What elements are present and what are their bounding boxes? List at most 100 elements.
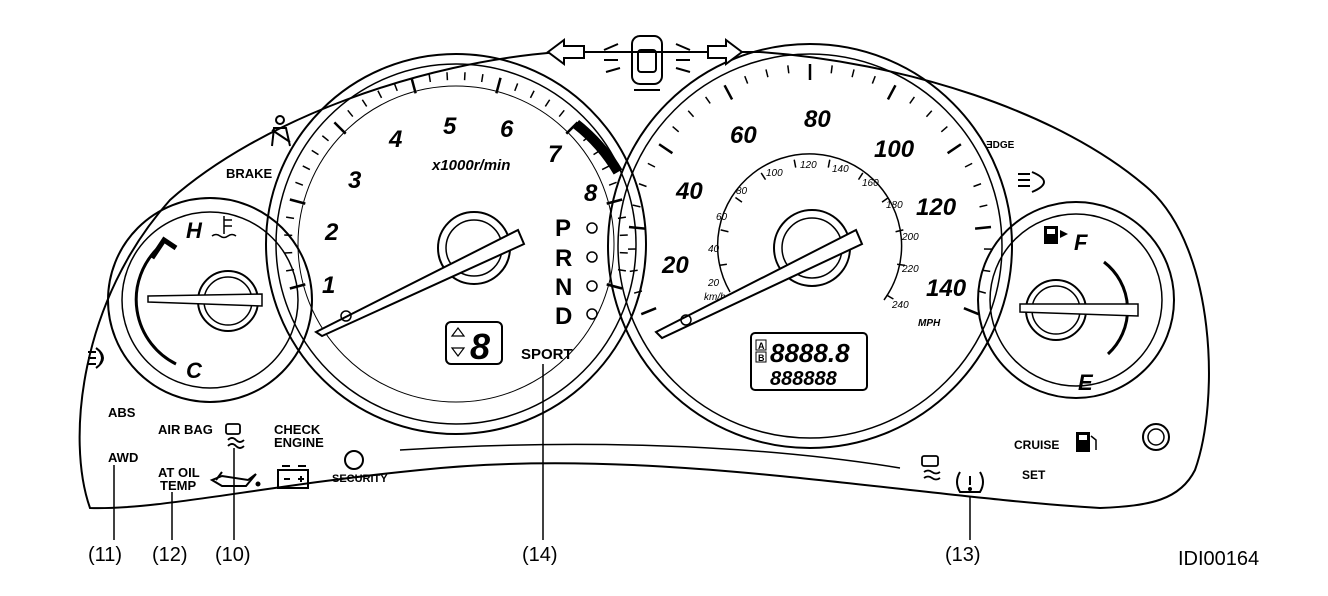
tach-tick — [617, 216, 626, 220]
odometer-display: A B 8888.8 888888 — [750, 332, 868, 391]
mph-tick — [909, 96, 916, 104]
kmh-number: 180 — [886, 200, 903, 211]
mph-tick — [744, 75, 749, 84]
tach-tick — [295, 181, 304, 186]
cluster-outline — [78, 51, 1210, 510]
coolant-temp-icon — [211, 216, 237, 239]
rear-fog-icon — [88, 347, 104, 369]
kmh-number: 160 — [862, 178, 879, 189]
mph-tick — [982, 269, 991, 273]
tach-tick — [302, 165, 311, 171]
mph-tick — [946, 143, 962, 155]
mph-tick — [964, 162, 973, 168]
mph-tick — [963, 307, 980, 316]
seatbelt-icon — [271, 115, 291, 147]
odometer-line-1: 8888.8 — [770, 338, 850, 368]
kmh-unit-label: km/h — [704, 292, 726, 303]
security-light — [344, 450, 364, 470]
tach-unit-label: x1000r/min — [431, 157, 510, 174]
kmh-tick — [895, 229, 904, 233]
kmh-number: 80 — [736, 186, 748, 197]
shift-digit-display: 8 — [445, 321, 503, 367]
tach-number: 7 — [548, 141, 563, 168]
mph-tick — [871, 75, 876, 84]
kmh-number: 220 — [901, 264, 919, 275]
odometer-line-2: 888888 — [770, 368, 838, 390]
cruise-indicator: CRUISE — [1014, 438, 1059, 452]
tach-number: 8 — [584, 180, 598, 207]
gear-position-indicator: P R N D — [555, 215, 598, 330]
mph-tick-marks — [628, 64, 992, 316]
mph-tick — [886, 84, 897, 101]
tach-tick — [410, 77, 417, 94]
kmh-number: 120 — [800, 160, 817, 171]
temp-gauge: H C — [107, 197, 313, 403]
turn-right-icon — [707, 38, 744, 66]
tach-tick — [286, 216, 295, 220]
vdc-off-icon — [921, 455, 941, 481]
fuel-full-label: F — [1074, 230, 1088, 255]
callout-lines — [113, 364, 971, 540]
tach-tick — [286, 268, 295, 272]
callout-11: (11) — [88, 544, 122, 566]
mph-number: 40 — [675, 178, 703, 205]
mph-number: 100 — [874, 136, 915, 163]
gear-p: P — [555, 215, 571, 242]
tach-tick — [565, 121, 579, 135]
tach-tick — [495, 77, 502, 94]
mph-tick — [925, 110, 933, 118]
airbag-warning: AIR BAG — [158, 422, 213, 437]
kmh-number: 20 — [707, 278, 720, 289]
fuel-gauge: F E — [977, 201, 1175, 399]
mph-tick — [647, 162, 656, 168]
kmh-number: 140 — [832, 164, 849, 175]
mph-tick — [723, 84, 734, 101]
fuel-pump-small-icon — [1076, 432, 1097, 452]
tach-tick — [606, 283, 623, 290]
tach-number: 2 — [324, 219, 339, 246]
kmh-number: 100 — [766, 168, 783, 179]
mph-tick — [634, 290, 643, 294]
tach-tick — [558, 109, 565, 118]
fuel-empty-label: E — [1078, 370, 1094, 395]
kmh-tick — [827, 159, 831, 168]
temp-cold-label: C — [186, 358, 203, 383]
figure-id: IDI00164 — [1178, 548, 1259, 570]
kmh-tick — [793, 159, 797, 168]
mph-tick — [973, 183, 982, 188]
tach-tick — [361, 99, 368, 107]
tach-tick — [377, 90, 383, 99]
edge-mark-label: ƎDGE — [986, 140, 1015, 151]
kmh-number: 40 — [708, 244, 720, 255]
headlight-high-beam-icon — [1018, 171, 1045, 193]
abs-warning: ABS — [108, 405, 136, 420]
mph-number: 120 — [916, 194, 957, 221]
mph-tick — [940, 126, 948, 133]
mph-tick — [830, 65, 833, 74]
oil-pressure-icon — [209, 471, 261, 487]
tach-needle — [314, 228, 526, 338]
callout-12: (12) — [152, 544, 188, 566]
kmh-tick — [881, 196, 890, 203]
cruise-set-indicator: SET — [1022, 468, 1046, 482]
gear-r: R — [555, 245, 572, 272]
tach-number: 5 — [443, 113, 457, 140]
tach-tick — [480, 74, 484, 83]
tach-tick — [311, 149, 319, 156]
mph-tick — [628, 225, 646, 230]
awd-warning: AWD — [108, 450, 138, 465]
kmh-tick — [718, 263, 727, 267]
turn-left-icon — [546, 38, 585, 66]
mph-number: 20 — [661, 252, 689, 279]
tach-tick — [544, 99, 551, 107]
tach-redline-zone — [572, 120, 623, 175]
cluster-lower-ridge — [399, 443, 901, 469]
tach-tick — [321, 135, 330, 142]
security-label: SECURITY — [332, 473, 388, 485]
mph-tick — [851, 69, 855, 78]
tach-tick — [606, 198, 623, 205]
